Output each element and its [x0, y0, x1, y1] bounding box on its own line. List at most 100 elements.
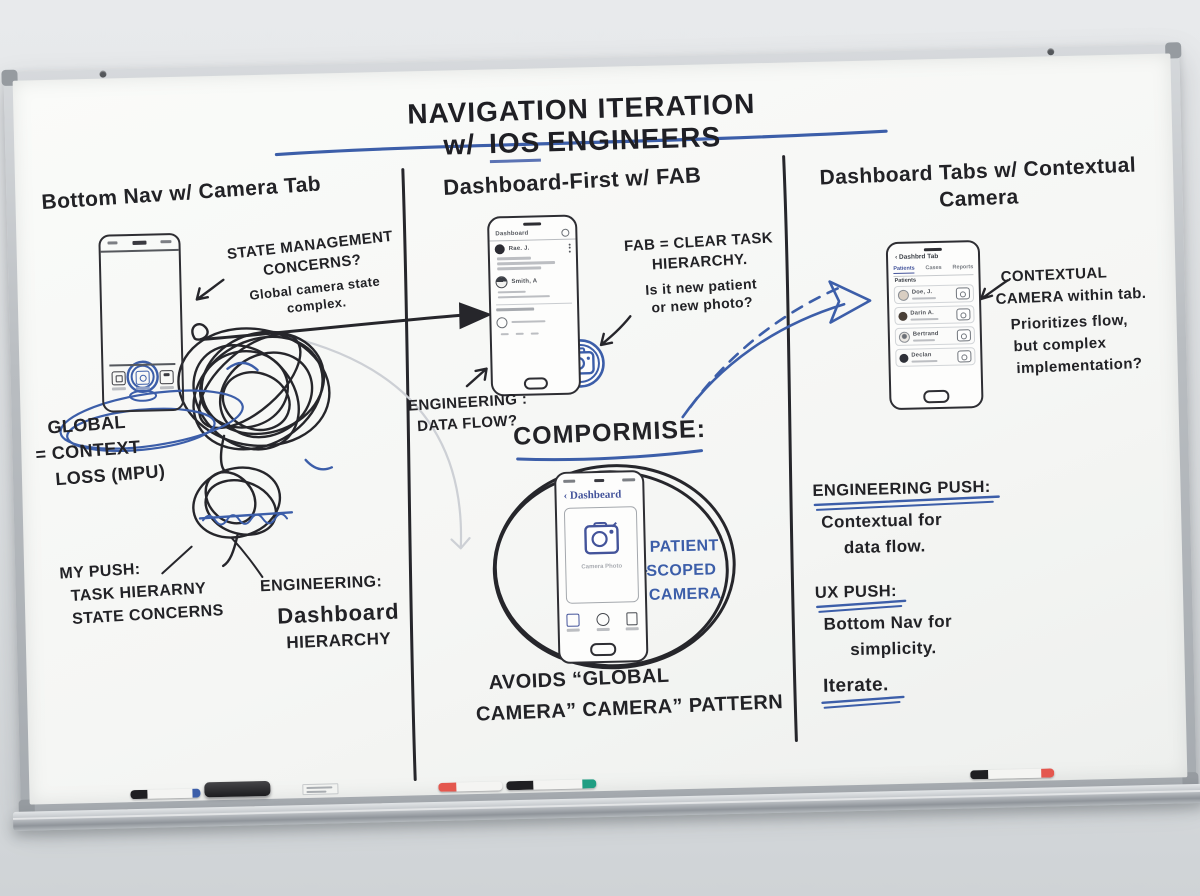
row-camera-icon: [956, 329, 972, 342]
list-item: Doe, J.: [893, 284, 975, 305]
more-icon: [568, 243, 571, 253]
patient-list: Rae. J. Smith, A: [494, 243, 573, 336]
tab-bar: Patients Cases Reports: [893, 264, 974, 278]
list-item: [496, 315, 572, 328]
note-line: Dashboard: [276, 598, 400, 629]
avatar: [495, 275, 508, 288]
title-ios: IOS: [488, 126, 541, 164]
scribble-tangle: [161, 323, 334, 578]
back-chevron: ‹: [563, 489, 568, 502]
camera-caption: Camera Photo: [581, 563, 623, 571]
column1-heading: Bottom Nav w/ Camera Tab: [40, 172, 322, 215]
nav-divider: [109, 362, 176, 367]
home-icon: [111, 371, 126, 386]
ux-push-line: Bottom Nav for: [823, 611, 953, 634]
fab-note-arrow: [599, 315, 632, 347]
back-header: ‹ Dashbrd Tab: [895, 253, 938, 261]
tab-cases: Cases: [925, 264, 942, 272]
note-line: SCOPED: [646, 561, 717, 580]
global-context-note: GLOBAL = CONTEXT LOSS (MPU): [33, 406, 167, 493]
mounting-screw: [1047, 48, 1055, 56]
nav-item: [625, 612, 639, 630]
compromise-label: COMPORMISE:: [512, 414, 707, 451]
mounting-screw: [99, 70, 107, 78]
column2-heading: Dashboard-First w/ FAB: [442, 162, 702, 200]
marker-red: [438, 781, 503, 792]
patient-name: Rae. J.: [508, 245, 530, 253]
note-line: ENGINEERING:: [259, 573, 383, 596]
list-item: Declan: [895, 347, 976, 368]
back-header: ‹ Dashbeard: [563, 489, 621, 502]
eraser: [204, 780, 271, 798]
patient-name: Doe, J.: [911, 289, 933, 296]
engineering-push-line: Contextual for: [821, 509, 943, 532]
patient-name: Bertrand: [912, 331, 939, 338]
avatar: [899, 353, 909, 363]
eng-dataflow-arrow: [465, 367, 488, 388]
title-post: ENGINEERS: [546, 121, 722, 158]
tab-reports: Reports: [952, 264, 974, 271]
nav-item: [111, 371, 126, 390]
note-line: PATIENT: [649, 537, 719, 556]
avoids-note: AVOIDS “GLOBAL CAMERA” CAMERA” PATTERN: [474, 656, 784, 731]
home-button: [590, 642, 617, 657]
patient-name: Declan: [911, 352, 932, 359]
note-line: implementation?: [1016, 355, 1143, 378]
list-item: Smith, A: [495, 274, 571, 288]
screen-title: Dashbrd Tab: [898, 252, 939, 261]
list-item: Rae. J.: [494, 243, 571, 255]
camera-card: Camera Photo: [563, 506, 640, 604]
nav-item-camera: [135, 370, 150, 390]
iterate-label: Iterate.: [822, 674, 889, 697]
camera-icon: [135, 370, 150, 385]
fab-note: FAB = CLEAR TASK HIERARCHY. Is it new pa…: [593, 227, 807, 321]
phone-dashboard-tabs: ‹ Dashbrd Tab Patients Cases Reports Pat…: [885, 240, 984, 411]
marker-black: [130, 788, 201, 800]
row-camera-icon: [956, 308, 971, 321]
speaker: [923, 247, 942, 252]
gear-icon: [561, 228, 570, 237]
speaker: [523, 222, 542, 226]
home-button: [923, 389, 950, 404]
faint-curve-arrow: [285, 335, 471, 550]
nav-item: [159, 370, 174, 389]
placeholder-lines: [497, 289, 572, 299]
ux-push-line: simplicity.: [850, 638, 937, 660]
column3-heading: Dashboard Tabs w/ Contextual Camera: [812, 151, 1144, 218]
bottom-nav: [566, 612, 639, 632]
screen-title: Dashbeard: [569, 488, 622, 502]
state-management-note: STATE MANAGEMENT CONCERNS? Global camera…: [206, 224, 421, 325]
nav-item: [566, 613, 580, 632]
app-title: Dashboard: [495, 230, 529, 237]
placeholder-lines: [496, 256, 571, 270]
tab-patients: Patients: [893, 265, 915, 275]
avatar: [897, 289, 910, 301]
avatar: [496, 316, 508, 328]
section-label: Patients: [894, 277, 917, 285]
avatar: [494, 244, 505, 255]
tray-sticker: [302, 783, 339, 796]
row-camera-icon: [955, 287, 971, 300]
patient-name: Smith, A: [511, 277, 538, 285]
home-button: [523, 377, 549, 390]
section-divider: [496, 302, 573, 311]
phone-compromise: ‹ Dashbeard Camera Photo: [554, 469, 649, 665]
engineering-push-line: data flow.: [843, 536, 926, 558]
patient-name: Darin A.: [910, 310, 935, 317]
back-chevron: ‹: [894, 253, 898, 262]
row-camera-icon: [957, 350, 972, 363]
crossed-out-word: [198, 511, 294, 526]
engineering-dataflow-note: ENGINEERING : DATA FLOW?: [407, 389, 529, 438]
engineering-note: ENGINEERING: Dashboard HIERARCHY: [260, 571, 401, 657]
phone-dashboard-fab: Dashboard Rae. J. Smith, A: [486, 214, 582, 397]
camera-icon: [583, 521, 619, 555]
patient-scoped-label: PATIENT SCOPED CAMERA: [646, 534, 722, 608]
flow-arrow-head: [458, 302, 493, 330]
engineering-push-title: ENGINEERING PUSH:: [812, 477, 991, 501]
status-bar: [107, 240, 172, 246]
bottom-nav: [111, 370, 174, 390]
list-item: Darin A.: [894, 305, 975, 326]
